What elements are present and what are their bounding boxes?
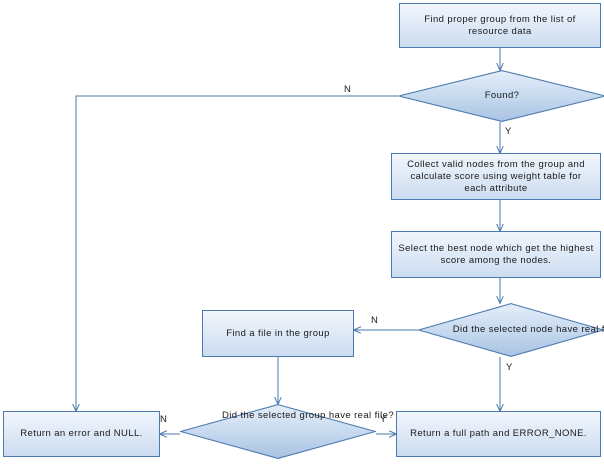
node-find-file-in-group-label: Find a file in the group bbox=[226, 327, 330, 339]
node-collect-valid-nodes[interactable]: Collect valid nodes from the group and c… bbox=[391, 153, 601, 200]
node-return-full-path-label: Return a full path and ERROR_NONE. bbox=[410, 428, 587, 439]
node-select-best-node-label: Select the best node which get the highe… bbox=[398, 242, 594, 266]
diamond-shape bbox=[180, 404, 376, 459]
node-return-error-null-label: Return an error and NULL. bbox=[20, 428, 143, 439]
edge-label-node-file-yes: Y bbox=[506, 362, 513, 373]
node-select-best-node[interactable]: Select the best node which get the highe… bbox=[391, 231, 601, 278]
edge-label-group-file-no: N bbox=[160, 414, 168, 425]
node-found-decision-label: Found? bbox=[484, 90, 520, 101]
diamond-shape bbox=[398, 70, 604, 122]
node-selected-node-has-file-label: Did the selected node have real file? bbox=[452, 324, 604, 335]
node-selected-group-has-file-label: Did the selected group have real file? bbox=[221, 410, 395, 421]
node-found-decision[interactable]: Found? bbox=[398, 70, 604, 122]
node-collect-valid-nodes-label: Collect valid nodes from the group and c… bbox=[407, 158, 585, 194]
node-return-full-path[interactable]: Return a full path and ERROR_NONE. bbox=[396, 411, 601, 457]
edge-label-found-no: N bbox=[344, 84, 352, 95]
node-find-proper-group[interactable]: Find proper group from the list of resou… bbox=[399, 3, 601, 48]
node-return-error-null[interactable]: Return an error and NULL. bbox=[3, 411, 160, 457]
node-selected-node-has-file-decision[interactable]: Did the selected node have real file? bbox=[418, 303, 604, 357]
edge-label-group-file-yes: Y bbox=[380, 414, 387, 425]
edge-found-no-to-returnerror bbox=[76, 95, 398, 411]
diamond-shape bbox=[418, 303, 604, 357]
node-find-file-in-group[interactable]: Find a file in the group bbox=[202, 310, 354, 357]
edge-label-found-yes: Y bbox=[505, 126, 512, 137]
edge-label-node-file-no: N bbox=[371, 315, 379, 326]
node-find-proper-group-label: Find proper group from the list of resou… bbox=[424, 13, 576, 37]
node-selected-group-has-file-decision[interactable]: Did the selected group have real file? bbox=[180, 404, 394, 459]
